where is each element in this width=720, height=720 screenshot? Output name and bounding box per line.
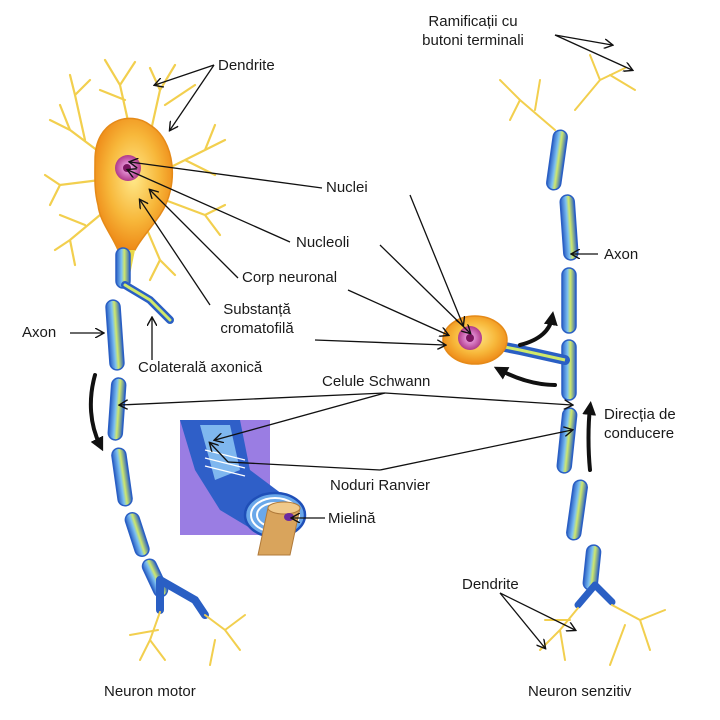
sensory-axon-upper [546, 129, 602, 591]
label-dendrite-bottom: Dendrite [462, 576, 519, 593]
caption-sensory-neuron: Neuron senzitiv [528, 683, 632, 700]
label-nuclei: Nuclei [326, 179, 368, 196]
conduction-arrows [88, 311, 597, 472]
label-pointers [70, 34, 632, 648]
label-dendrite-top: Dendrite [218, 57, 275, 74]
label-mielina: Mielină [328, 510, 376, 527]
caption-motor-neuron: Neuron motor [104, 683, 196, 700]
motor-axon [105, 247, 169, 598]
label-ramificatii: Ramificații cu butoni terminali [422, 13, 524, 49]
motor-cell-body [94, 117, 173, 251]
label-axon-left: Axon [22, 324, 57, 341]
label-substanta: Substanță cromatofilă [220, 301, 294, 337]
label-noduri-ranvier: Noduri Ranvier [330, 477, 431, 494]
myelin-inset [180, 420, 307, 556]
label-corp-neuronal: Corp neuronal [242, 269, 338, 286]
label-axon-right: Axon [604, 246, 639, 263]
label-directia: Direcția de conducere [604, 406, 676, 442]
label-colaterala: Colaterală axonică [138, 359, 263, 376]
label-nucleoli: Nucleoli [296, 234, 350, 251]
label-celule-schwann: Celule Schwann [322, 373, 431, 390]
sensory-neuron [442, 54, 666, 666]
